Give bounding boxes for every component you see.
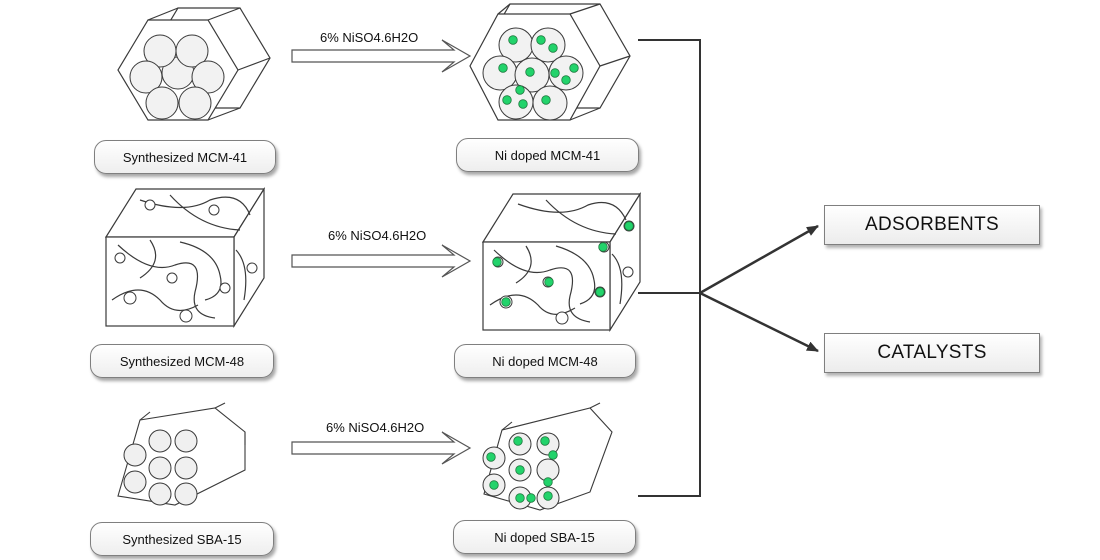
catalysts-box: CATALYSTS (824, 333, 1040, 373)
nickel-particle (541, 95, 551, 105)
reagent-label-mcm41: 6% NiSO4.6H2O (320, 30, 419, 45)
nickel-particle (498, 63, 508, 73)
nickel-particle (515, 493, 525, 503)
nickel-particle (543, 491, 553, 501)
output-arrows (699, 224, 819, 353)
nickel-particles (486, 35, 634, 503)
nickel-particle (508, 35, 518, 45)
nickel-particle (502, 95, 512, 105)
nickel-particle (561, 75, 571, 85)
nickel-particle (518, 99, 528, 109)
nickel-particle (595, 287, 605, 297)
nickel-particle (550, 68, 560, 78)
label-synthesized-mcm41: Synthesized MCM-41 (94, 140, 276, 174)
label-synthesized-sba15: Synthesized SBA-15 (90, 522, 274, 556)
arrow-to-adsorbents (699, 224, 819, 295)
nickel-particle (501, 297, 511, 307)
reagent-label-sba15: 6% NiSO4.6H2O (326, 420, 425, 435)
nickel-particle (526, 493, 536, 503)
nickel-particle (548, 450, 558, 460)
adsorbents-box: ADSORBENTS (824, 205, 1040, 245)
nickel-particle (544, 277, 554, 287)
nickel-particle (536, 35, 546, 45)
nickel-particle (540, 436, 550, 446)
nickel-particle (492, 257, 502, 267)
reaction-arrow-mcm48 (291, 244, 472, 278)
nickel-particle (569, 63, 579, 73)
nickel-particle (525, 67, 535, 77)
mcm48-synthesized-cube (104, 186, 266, 329)
nickel-particle (548, 43, 558, 53)
combining-bracket (638, 39, 701, 497)
reaction-arrows (291, 39, 472, 465)
arrow-to-catalysts (699, 291, 819, 353)
reagent-label-mcm48: 6% NiSO4.6H2O (328, 228, 427, 243)
mcm41-synthesized-hexagon (117, 7, 271, 121)
reaction-arrow-mcm41 (291, 39, 472, 73)
nickel-particle (598, 242, 608, 252)
reaction-arrow-sba15 (291, 431, 472, 465)
nickel-particle (486, 452, 496, 462)
nickel-particle (515, 465, 525, 475)
label-ni-doped-sba15: Ni doped SBA-15 (453, 520, 636, 554)
label-ni-doped-mcm48: Ni doped MCM-48 (454, 344, 636, 378)
nickel-particle (515, 85, 525, 95)
label-ni-doped-mcm41: Ni doped MCM-41 (456, 138, 639, 172)
nickel-particle (624, 221, 634, 231)
nickel-particle (543, 477, 553, 487)
nickel-particle (489, 480, 499, 490)
sba15-synthesized-rods (117, 402, 246, 506)
nickel-particle (513, 436, 523, 446)
mcm48-doped-cube (481, 191, 642, 333)
mcm41-doped-hexagon (469, 3, 631, 121)
label-synthesized-mcm48: Synthesized MCM-48 (90, 344, 274, 378)
